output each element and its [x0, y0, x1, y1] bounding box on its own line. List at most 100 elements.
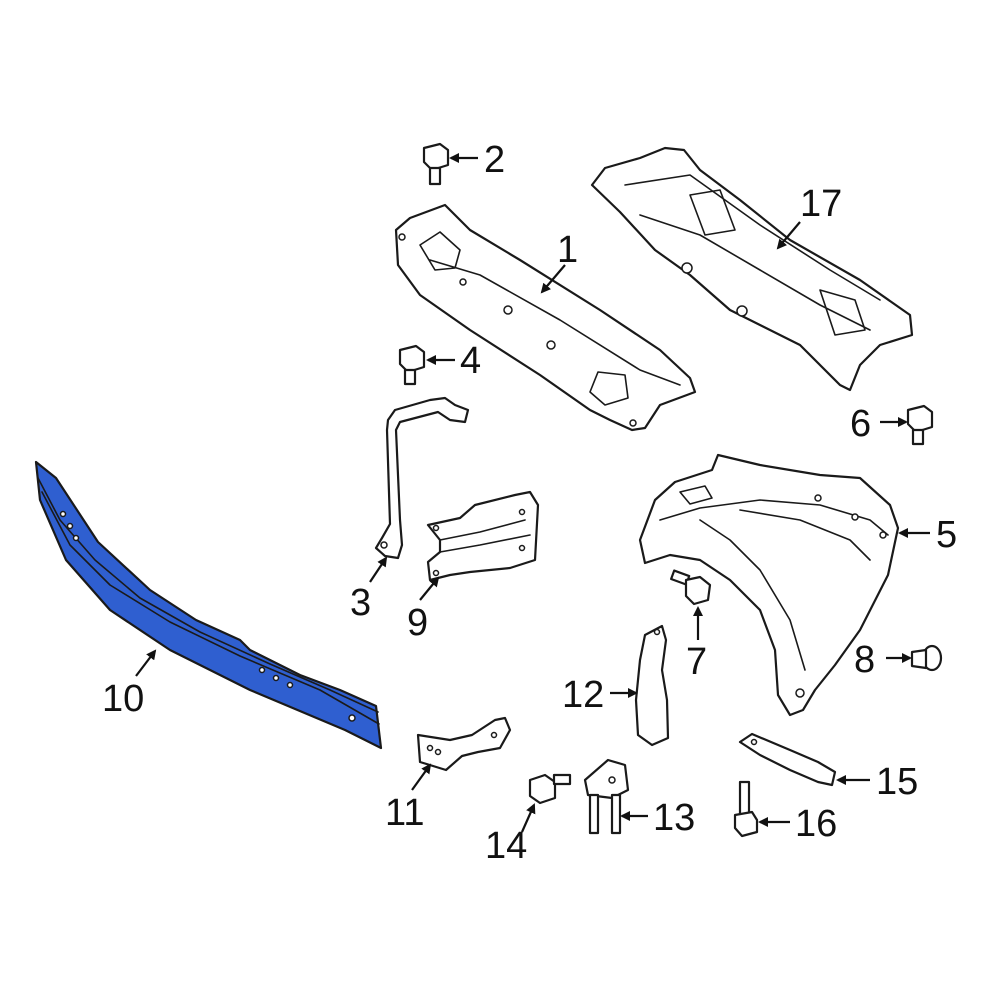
part-8-clip[interactable]	[910, 644, 943, 672]
leader-lines	[135, 153, 930, 833]
part-14-bolt[interactable]	[528, 773, 572, 805]
part-11-hole	[426, 744, 434, 752]
part-11-hole	[490, 731, 498, 739]
part-9-bracket[interactable]	[426, 490, 540, 582]
part-1-hole	[546, 340, 556, 350]
part-5-hole	[851, 513, 859, 521]
leader-10	[135, 649, 157, 677]
part-13-plate	[583, 758, 630, 800]
part-13-stud-bracket[interactable]	[583, 758, 630, 835]
callout-12[interactable]: 12	[562, 674, 604, 716]
part-10-hole	[72, 534, 80, 542]
part-9-shape	[426, 490, 540, 582]
part-11-hole	[434, 748, 442, 756]
leader-11	[411, 763, 432, 791]
part-13-stud	[610, 793, 622, 835]
part-10-edge	[37, 477, 379, 713]
part-17-detail	[689, 189, 736, 236]
part-3-brace-rod[interactable]	[374, 396, 470, 560]
part-4-bolt[interactable]	[398, 344, 426, 386]
callout-9[interactable]: 9	[407, 602, 428, 644]
leader-14	[520, 803, 536, 833]
part-9-hole	[432, 569, 440, 577]
part-2-bolt[interactable]	[422, 142, 450, 186]
part-3-shape	[374, 396, 470, 560]
part-16-long-bolt[interactable]	[733, 780, 759, 838]
part-1-hole	[459, 278, 467, 286]
part-9-hole	[518, 544, 526, 552]
leader-3	[369, 556, 388, 583]
part-13-hole	[608, 776, 616, 784]
part-6-bolt[interactable]	[906, 404, 934, 446]
part-5-detail	[699, 519, 806, 671]
part-8-stem	[910, 648, 928, 670]
part-12-bracket[interactable]	[634, 624, 670, 747]
callout-16[interactable]: 16	[795, 803, 837, 845]
part-5-hole	[879, 531, 887, 539]
callout-8[interactable]: 8	[854, 639, 875, 681]
part-2-head	[422, 142, 450, 172]
part-17-detail	[819, 289, 866, 336]
callout-3[interactable]: 3	[350, 582, 371, 624]
part-6-shank	[911, 428, 925, 446]
callout-17[interactable]: 17	[800, 183, 842, 225]
part-2-shank	[428, 166, 442, 186]
part-11-bracket[interactable]	[416, 716, 512, 772]
part-9-detail	[439, 534, 531, 553]
part-1-detail	[589, 371, 629, 406]
callout-5[interactable]: 5	[936, 514, 957, 556]
part-5-hole	[795, 688, 805, 698]
part-1-crossmember[interactable]	[394, 203, 697, 432]
part-5-detail	[659, 499, 889, 536]
part-10-hole	[258, 666, 266, 674]
part-16-head	[733, 810, 759, 838]
part-10-shape	[34, 460, 383, 750]
callout-14[interactable]: 14	[485, 825, 527, 867]
part-17-detail	[624, 174, 881, 301]
part-10-reinforcement-bar[interactable]	[34, 460, 383, 750]
callout-7[interactable]: 7	[686, 641, 707, 683]
part-15-bracket[interactable]	[738, 732, 837, 787]
part-9-detail	[439, 519, 526, 541]
part-9-hole	[432, 524, 440, 532]
part-6-head	[906, 404, 934, 434]
part-5-fender-apron[interactable]	[638, 453, 900, 717]
part-1-hole	[503, 305, 513, 315]
part-4-shank	[403, 368, 417, 386]
part-10-hole	[59, 510, 67, 518]
callout-1[interactable]: 1	[557, 229, 578, 271]
part-10-edge	[41, 491, 380, 725]
part-10-hole	[272, 674, 280, 682]
part-4-head	[398, 344, 426, 374]
callout-11[interactable]: 11	[385, 792, 424, 834]
part-17-hole	[681, 262, 693, 274]
leader-1	[540, 264, 566, 294]
part-5-detail	[679, 485, 713, 505]
part-1-detail	[429, 259, 681, 386]
part-10-hole	[286, 681, 294, 689]
part-17-shape	[590, 146, 914, 392]
part-7-bolt[interactable]	[670, 569, 712, 606]
part-12-shape	[634, 624, 670, 747]
part-17-cowl-panel[interactable]	[590, 146, 914, 392]
part-17-detail	[639, 214, 871, 331]
part-5-detail	[739, 509, 871, 561]
callout-2[interactable]: 2	[484, 139, 505, 181]
part-9-hole	[518, 508, 526, 516]
part-7-head	[684, 575, 712, 606]
part-5-hole	[814, 494, 822, 502]
callout-15[interactable]: 15	[876, 761, 918, 803]
part-11-shape	[416, 716, 512, 772]
callout-6[interactable]: 6	[850, 403, 871, 445]
callout-13[interactable]: 13	[653, 797, 695, 839]
part-17-hole	[736, 305, 748, 317]
part-14-head	[528, 773, 557, 805]
part-1-detail	[419, 231, 461, 271]
callout-10[interactable]: 10	[102, 678, 144, 720]
leader-9	[419, 576, 440, 601]
part-3-hole	[380, 541, 388, 549]
part-16-shank	[738, 780, 751, 818]
callout-4[interactable]: 4	[460, 340, 481, 382]
part-15-hole	[750, 738, 758, 746]
